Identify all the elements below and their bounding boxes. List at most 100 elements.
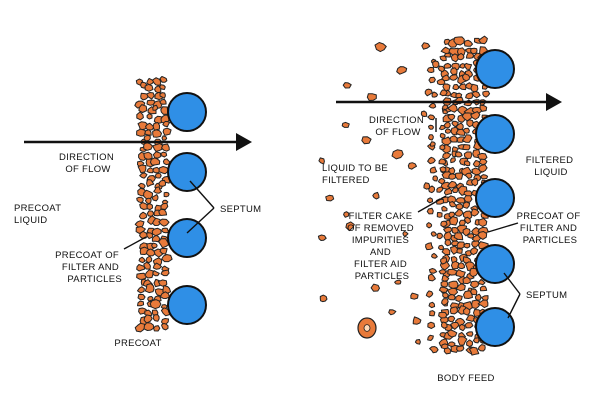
particle	[470, 280, 481, 289]
particle	[436, 78, 446, 86]
particle	[469, 346, 480, 356]
particle	[449, 74, 458, 81]
particle	[450, 67, 458, 76]
particle	[463, 39, 473, 47]
particle	[455, 294, 463, 302]
particle	[439, 55, 447, 62]
particle	[426, 207, 434, 215]
particle	[441, 205, 448, 212]
particle	[144, 83, 154, 92]
particle	[391, 149, 404, 160]
large-particle	[357, 317, 377, 339]
particle	[146, 92, 155, 100]
particle	[345, 221, 355, 232]
particle	[447, 180, 458, 189]
particle	[441, 298, 449, 306]
particle	[147, 296, 154, 302]
particle	[143, 189, 153, 200]
particle	[470, 208, 480, 217]
particle	[436, 232, 443, 240]
particle	[462, 276, 471, 285]
particle	[461, 73, 471, 82]
particle	[439, 89, 448, 97]
particle	[479, 285, 488, 292]
particle	[158, 218, 170, 227]
filter-cake-label: FILTER CAKE OF REMOVED IMPURITIES AND FI…	[347, 211, 417, 282]
particle	[153, 186, 162, 194]
right-precoat-of-filter-label: PRECOAT OF FILTER AND PARTICLES	[517, 211, 584, 246]
particle	[159, 247, 168, 255]
particle	[427, 114, 436, 121]
particle	[455, 282, 466, 292]
particle	[412, 316, 422, 325]
particle	[451, 120, 459, 128]
particle	[427, 321, 436, 329]
particle	[136, 264, 145, 272]
particle	[161, 143, 170, 152]
particle	[429, 166, 438, 174]
particle	[458, 219, 466, 226]
particle	[136, 111, 144, 121]
septum-disc	[167, 92, 207, 132]
septum-disc	[475, 49, 515, 89]
particle	[162, 120, 171, 128]
particle	[154, 172, 162, 179]
particle	[449, 135, 458, 143]
particle	[426, 66, 435, 73]
particle	[146, 232, 154, 240]
particle	[319, 294, 328, 303]
particle	[158, 179, 167, 187]
particle	[146, 113, 153, 120]
particle	[455, 197, 466, 204]
particle	[370, 283, 380, 292]
particle	[394, 279, 402, 285]
particle	[455, 122, 464, 131]
particle	[442, 152, 452, 160]
particle	[441, 248, 451, 256]
particle	[449, 200, 458, 208]
particle	[146, 99, 156, 106]
particle	[478, 217, 488, 227]
particle	[366, 93, 377, 101]
particle	[143, 142, 153, 151]
particle	[482, 90, 491, 98]
particle	[152, 104, 158, 111]
particle	[137, 286, 145, 294]
particle	[439, 332, 446, 338]
particle	[441, 321, 448, 329]
particle	[152, 77, 162, 86]
particle	[456, 345, 465, 352]
particle	[372, 191, 380, 200]
particle	[470, 111, 481, 120]
particle	[152, 314, 160, 322]
particle	[439, 144, 446, 151]
particle	[480, 174, 489, 180]
particle	[427, 156, 436, 165]
particle	[410, 292, 419, 300]
particle	[151, 227, 162, 237]
particle	[457, 336, 468, 346]
particle	[463, 62, 473, 70]
particle	[436, 186, 444, 193]
filtered-liquid-label: FILTERED LIQUID	[526, 155, 577, 178]
septum-disc	[475, 178, 515, 218]
particle	[455, 128, 466, 136]
particle	[462, 201, 471, 209]
particle	[425, 290, 434, 298]
particle	[427, 334, 434, 341]
particle	[432, 175, 438, 182]
precoat-particle-layer	[134, 76, 173, 333]
particle	[447, 113, 456, 121]
particle	[474, 293, 482, 301]
particle	[160, 269, 170, 277]
particle	[449, 306, 458, 315]
septum-disc	[167, 218, 207, 258]
particle	[374, 42, 387, 53]
leader-lines	[123, 118, 521, 319]
particle	[470, 83, 479, 93]
particle	[160, 106, 169, 115]
particle	[439, 166, 447, 173]
particle	[153, 325, 161, 332]
particle	[318, 157, 325, 165]
particle	[464, 322, 474, 329]
